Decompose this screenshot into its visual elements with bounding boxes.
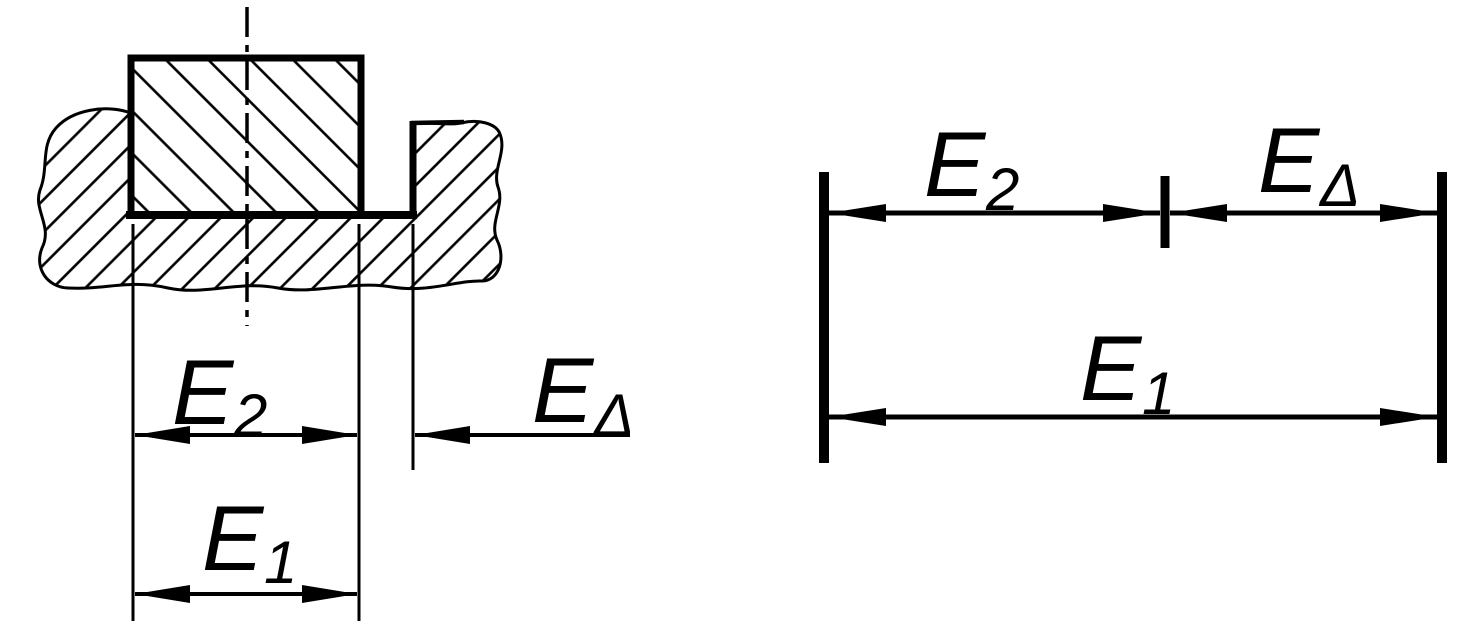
arrowhead	[1380, 204, 1437, 222]
arrowhead	[135, 426, 190, 444]
step-top-surface-line	[410, 119, 465, 126]
arrowhead	[829, 204, 886, 222]
label-e2-sub: 2	[985, 156, 1019, 223]
label-edelta-base: E	[532, 340, 595, 442]
arrowhead	[302, 585, 357, 603]
dimension-e2-view: E 2	[135, 342, 357, 449]
label-e2: E 2	[172, 342, 267, 449]
label-e2-chain: E 2	[924, 114, 1019, 223]
dimension-chain-schematic: E 2 E Δ E 1	[819, 110, 1447, 463]
label-e1-base: E	[1080, 318, 1143, 420]
dimension-e1-chain: E 1	[829, 318, 1437, 427]
label-e1-base: E	[202, 488, 265, 590]
arrowhead	[1380, 408, 1437, 426]
label-e1-chain: E 1	[1080, 318, 1175, 427]
label-e2-base: E	[924, 114, 987, 216]
label-e1-sub: 1	[1142, 360, 1175, 427]
label-edelta: E Δ	[532, 340, 634, 449]
arrowhead	[415, 426, 470, 444]
label-edelta-chain: E Δ	[1258, 110, 1360, 219]
label-e1-sub: 1	[264, 529, 297, 596]
dimension-edelta-view: E Δ	[415, 340, 634, 449]
section-view: E 2 E Δ E 1	[37, 7, 634, 621]
arrowhead	[302, 426, 357, 444]
label-e1: E 1	[202, 488, 297, 596]
label-edelta-sub: Δ	[592, 382, 634, 449]
label-edelta-sub: Δ	[1318, 152, 1360, 219]
label-e2-sub: 2	[233, 382, 267, 449]
base-part-section	[37, 107, 504, 292]
arrowhead	[829, 408, 886, 426]
dimension-e2-chain: E 2	[829, 114, 1160, 223]
arrowhead	[135, 585, 190, 603]
arrowhead	[1170, 204, 1227, 222]
dimension-e1-view: E 1	[135, 488, 357, 603]
arrowhead	[1103, 204, 1160, 222]
dimension-edelta-chain: E Δ	[1170, 110, 1437, 222]
label-e2-base: E	[172, 342, 235, 444]
label-edelta-base: E	[1258, 110, 1321, 212]
